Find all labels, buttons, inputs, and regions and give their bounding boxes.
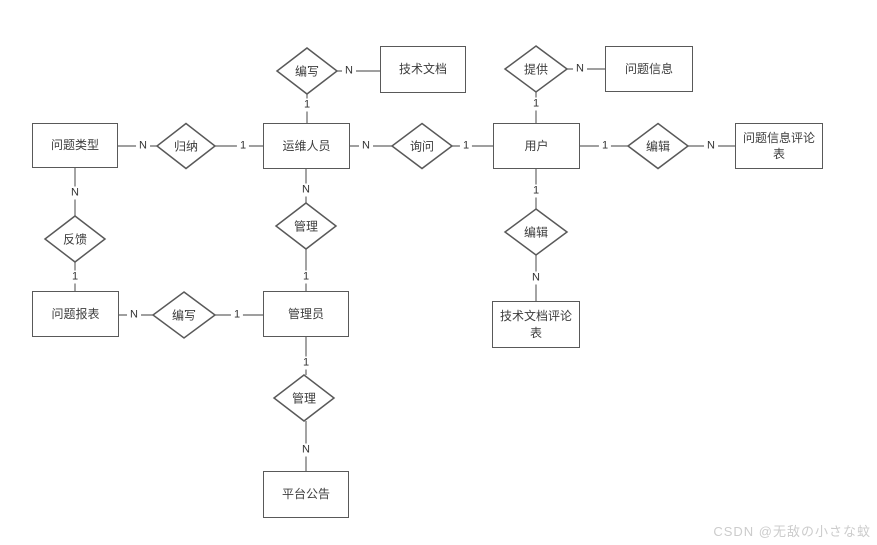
- entity-label-issue-report: 问题报表: [51, 306, 100, 321]
- relationship-diamond-manage-mid: [274, 202, 338, 250]
- cardinality-label: N: [529, 271, 543, 285]
- entity-issue-type: 问题类型: [32, 123, 118, 168]
- entity-label-issue-type: 问题类型: [50, 138, 99, 153]
- relationship-diamond-write-top: [275, 47, 339, 95]
- cardinality-label: 1: [299, 356, 313, 370]
- entity-label-tech-doc: 技术文档: [398, 62, 447, 77]
- relationship-diamond-edit-lower: [503, 208, 569, 256]
- cardinality-label: 1: [598, 139, 612, 153]
- relationship-diamond-edit-right: [626, 122, 690, 170]
- entity-label-issue-info-comments: 问题信息评论表: [742, 130, 815, 161]
- relationship-diamond-manage-bottom: [272, 374, 336, 422]
- entity-tech-doc-comments: 技术文档评论表: [492, 301, 580, 348]
- entity-issue-report: 问题报表: [32, 291, 119, 337]
- cardinality-label: N: [359, 139, 373, 153]
- cardinality-label: 1: [529, 184, 543, 198]
- cardinality-label: 1: [230, 308, 244, 322]
- cardinality-label: N: [342, 64, 356, 78]
- relationship-diamond-inquire: [390, 122, 454, 170]
- watermark: CSDN @无敌の小さな蚊: [713, 524, 871, 539]
- cardinality-label: 1: [236, 139, 250, 153]
- relationship-diamond-classify: [155, 122, 217, 170]
- cardinality-label: N: [573, 62, 587, 76]
- relationship-diamond-write-lower: [151, 291, 217, 339]
- cardinality-label: 1: [529, 97, 543, 111]
- cardinality-label: 1: [459, 139, 473, 153]
- cardinality-label: 1: [68, 270, 82, 284]
- cardinality-label: N: [704, 139, 718, 153]
- cardinality-label: N: [68, 186, 82, 200]
- entity-label-tech-doc-comments: 技术文档评论表: [499, 309, 572, 340]
- entity-issue-info: 问题信息: [605, 46, 693, 92]
- cardinality-label: N: [299, 183, 313, 197]
- cardinality-label: 1: [300, 98, 314, 112]
- entity-platform-announcement: 平台公告: [263, 471, 349, 518]
- entity-user: 用户: [493, 123, 580, 169]
- entity-tech-doc: 技术文档: [380, 46, 466, 93]
- relationship-diamond-feedback: [43, 215, 107, 263]
- entity-label-user: 用户: [524, 138, 549, 153]
- entity-issue-info-comments: 问题信息评论表: [735, 123, 823, 169]
- cardinality-label: N: [127, 308, 141, 322]
- entity-label-administrator: 管理员: [287, 306, 324, 321]
- cardinality-label: N: [299, 443, 313, 457]
- entity-label-platform-announcement: 平台公告: [281, 487, 330, 502]
- entity-label-issue-info: 问题信息: [624, 61, 673, 76]
- cardinality-label: 1: [299, 270, 313, 284]
- relationship-diamond-provide: [503, 45, 569, 93]
- entity-label-ops-staff: 运维人员: [282, 138, 331, 153]
- entity-administrator: 管理员: [263, 291, 349, 337]
- entity-ops-staff: 运维人员: [263, 123, 350, 169]
- cardinality-label: N: [136, 139, 150, 153]
